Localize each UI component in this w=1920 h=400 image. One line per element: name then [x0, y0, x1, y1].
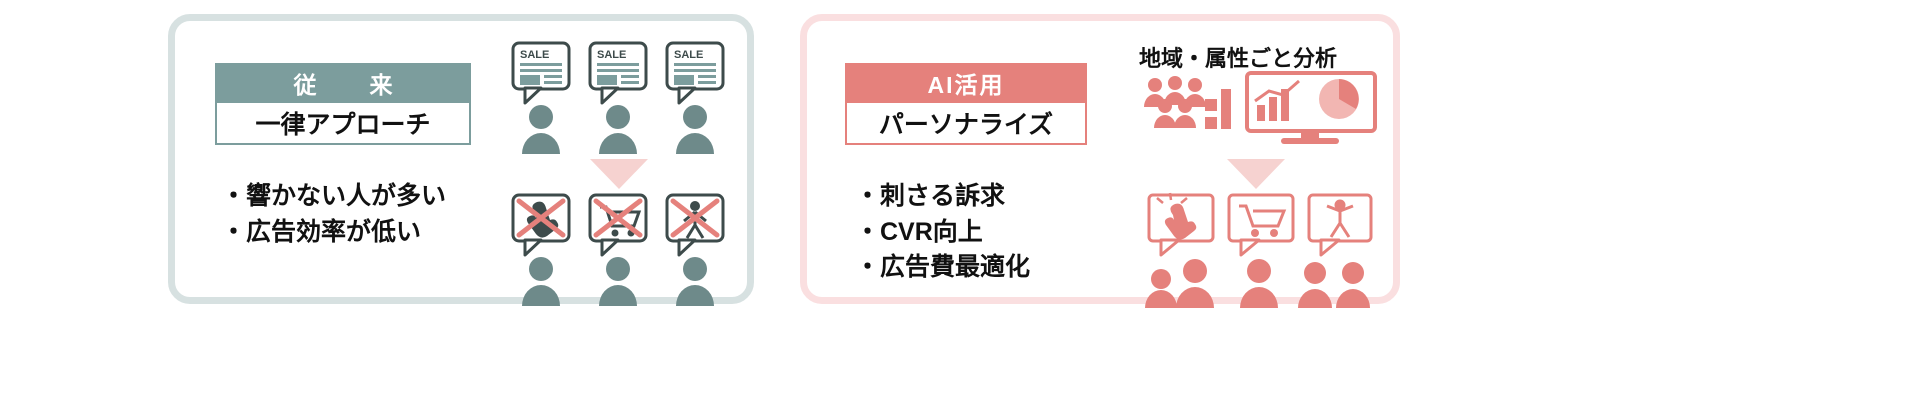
svg-text:SALE: SALE — [597, 49, 626, 61]
list-item: ・CVR向上 — [855, 217, 983, 246]
traditional-bottom-icon-group — [511, 193, 726, 308]
traditional-panel: 従 来 一律アプローチ ・響かない人が多い ・広告効率が低い — [168, 14, 754, 306]
traditional-header-title: 従 来 — [215, 63, 471, 103]
list-item: ・広告費最適化 — [855, 253, 1031, 281]
ai-bullet-list: ・刺さる訴求 ・CVR向上 ・広告費最適化 — [855, 179, 1030, 286]
svg-text:SALE: SALE — [674, 49, 703, 61]
traditional-header-subtitle: 一律アプローチ — [215, 103, 471, 145]
list-item: ・広告効率が低い — [221, 217, 422, 246]
ai-down-arrow — [1227, 159, 1285, 189]
list-item: ・響かない人が多い — [221, 182, 447, 210]
traditional-bullet-list: ・響かない人が多い ・広告効率が低い — [221, 179, 446, 250]
ai-bottom-icon-group — [1145, 192, 1373, 308]
traditional-header-title-text: 従 来 — [293, 72, 408, 98]
ai-header-title: AI活用 — [845, 63, 1087, 103]
ai-header-block: AI活用 パーソナライズ — [845, 63, 1087, 145]
ai-panel: AI活用 パーソナライズ ・刺さる訴求 ・CVR向上 ・広告費最適化 地域・属性… — [800, 14, 1400, 308]
ai-header-subtitle: パーソナライズ — [845, 103, 1087, 145]
ai-header-title-text: AI活用 — [927, 72, 1005, 98]
ai-analysis-label: 地域・属性ごと分析 — [1139, 46, 1338, 71]
traditional-header-block: 従 来 一律アプローチ — [215, 63, 471, 145]
list-item: ・刺さる訴求 — [855, 182, 1006, 210]
svg-text:SALE: SALE — [520, 49, 549, 61]
traditional-down-arrow — [590, 159, 648, 189]
traditional-top-icon-group: SALE SALE SALE — [511, 41, 726, 156]
ai-top-icon-group — [1143, 71, 1381, 145]
